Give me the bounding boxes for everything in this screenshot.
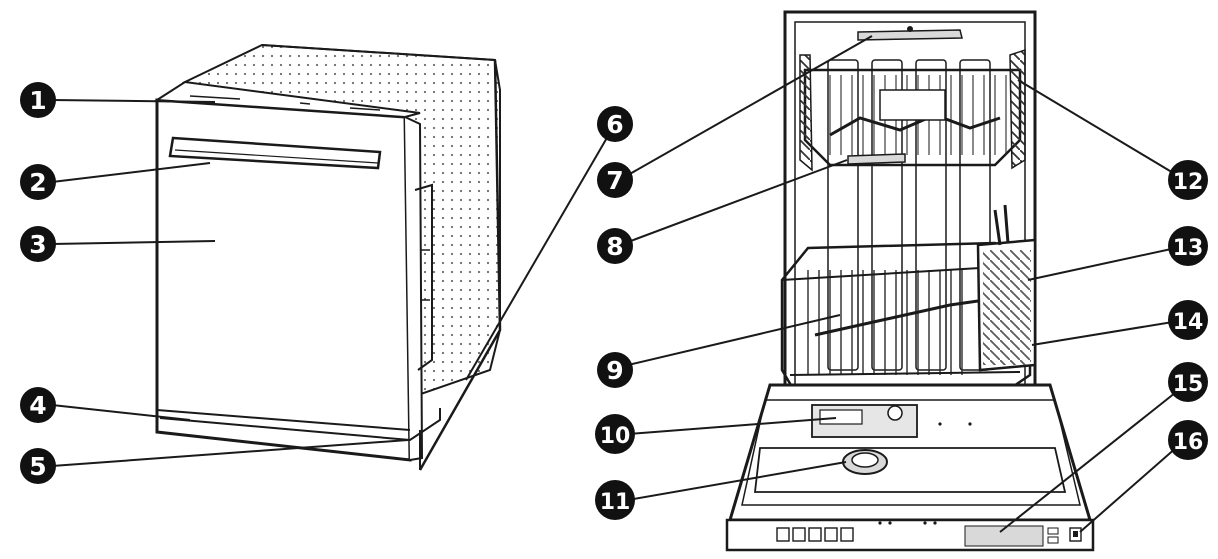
callout-5: 5 [20,448,56,484]
callout-10: 10 [595,414,635,454]
door-handle [168,136,382,170]
callout-3: 3 [20,226,56,262]
leader-9 [627,314,841,366]
leader-lines [51,35,1186,533]
leader-5 [51,439,409,467]
callout-16: 16 [1168,420,1208,460]
leader-4 [51,404,191,421]
leader-3 [51,240,216,245]
upper-spray-arm [857,29,963,41]
middle-spray-arm [847,153,906,165]
callout-13-number: 13 [1173,236,1204,261]
callout-7: 7 [597,162,633,198]
leader-2 [51,162,211,183]
leader-13 [1027,245,1186,281]
leader-8 [627,159,848,243]
callout-9-number: 9 [606,356,623,385]
callout-2: 2 [20,164,56,200]
callout-9: 9 [597,352,633,388]
callout-12: 12 [1168,160,1208,200]
callout-15: 15 [1168,362,1208,402]
callout-13: 13 [1168,226,1208,266]
callout-3-number: 3 [29,230,46,259]
open-dishwasher [725,10,1095,552]
callout-6-number: 6 [606,110,623,139]
callout-10-number: 10 [600,424,631,449]
callout-6: 6 [597,106,633,142]
lower-rack [780,241,1032,394]
callout-8: 8 [597,228,633,264]
leader-15 [999,384,1186,533]
leader-16 [1079,439,1186,533]
callout-5-number: 5 [29,452,46,481]
callout-1: 1 [20,82,56,118]
callout-12-number: 12 [1173,170,1204,195]
callout-2-number: 2 [29,168,46,197]
callout-11: 11 [595,480,635,520]
callout-14-number: 14 [1173,310,1204,335]
callout-16-number: 16 [1173,430,1204,455]
leader-6 [465,123,616,381]
callout-14: 14 [1168,300,1208,340]
leader-10 [627,417,837,435]
leader-11 [627,461,847,501]
callout-1-number: 1 [29,86,46,115]
leader-1 [51,99,216,103]
callout-11-number: 11 [600,490,631,515]
callout-8-number: 8 [606,232,623,261]
callout-15-number: 15 [1173,372,1204,397]
rating-label [964,525,1044,547]
closed-dishwasher [153,43,502,471]
callout-4-number: 4 [29,391,46,420]
leader-14 [1031,319,1186,346]
callout-4: 4 [20,387,56,423]
leader-12 [1017,79,1186,181]
callout-7-number: 7 [606,166,623,195]
leader-7 [627,35,873,176]
